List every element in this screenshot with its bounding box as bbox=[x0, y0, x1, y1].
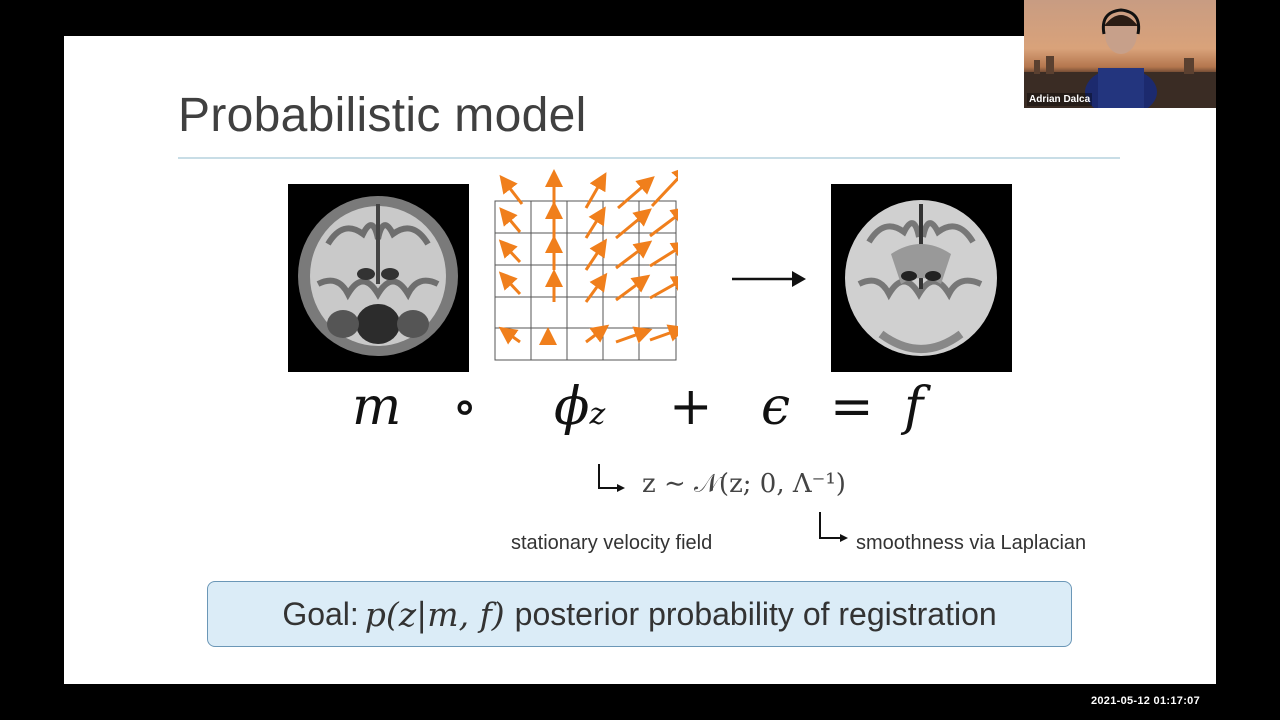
slide-title: Probabilistic model bbox=[178, 89, 587, 142]
elbow-arrow-icon bbox=[598, 464, 625, 492]
eq-equals-operator: = bbox=[830, 377, 874, 437]
eq-plus-operator: + bbox=[669, 377, 713, 437]
eq-phi-subscript: z bbox=[589, 397, 606, 432]
eq-phi-symbol: ϕ bbox=[554, 377, 590, 437]
elbow-arrow-icon bbox=[819, 512, 848, 542]
goal-math: p(z|m, f) bbox=[364, 594, 505, 634]
recording-timestamp: 2021-05-12 01:17:07 bbox=[1090, 695, 1200, 707]
webcam-thumbnail[interactable]: Adrian Dalca bbox=[1024, 0, 1216, 108]
eq-epsilon: ϵ bbox=[761, 377, 791, 437]
prior-formula: z ∼ 𝒩(z; 0, Λ⁻¹) bbox=[642, 469, 846, 499]
moving-brain-image bbox=[288, 184, 469, 372]
webcam-video bbox=[1024, 8, 1216, 108]
title-underline bbox=[178, 157, 1120, 159]
label-smoothness: smoothness via Laplacian bbox=[856, 532, 1087, 554]
goal-suffix: posterior probability of registration bbox=[514, 595, 997, 632]
eq-phi: ϕz bbox=[554, 381, 605, 433]
goal-prefix: Goal: bbox=[282, 595, 359, 632]
slide: Probabilistic model bbox=[64, 36, 1216, 684]
eq-compose-operator: ∘ bbox=[452, 377, 478, 437]
fixed-brain-image bbox=[831, 184, 1012, 372]
deformation-field-grid bbox=[494, 166, 678, 361]
eq-fixed-f: f bbox=[904, 377, 924, 437]
arrow-right-icon bbox=[732, 271, 806, 287]
label-stationary-velocity-field: stationary velocity field bbox=[511, 532, 713, 554]
eq-moving-m: m bbox=[352, 377, 402, 437]
participant-name: Adrian Dalca bbox=[1027, 93, 1093, 106]
goal-box: Goal: p(z|m, f) posterior probability of… bbox=[207, 581, 1072, 647]
